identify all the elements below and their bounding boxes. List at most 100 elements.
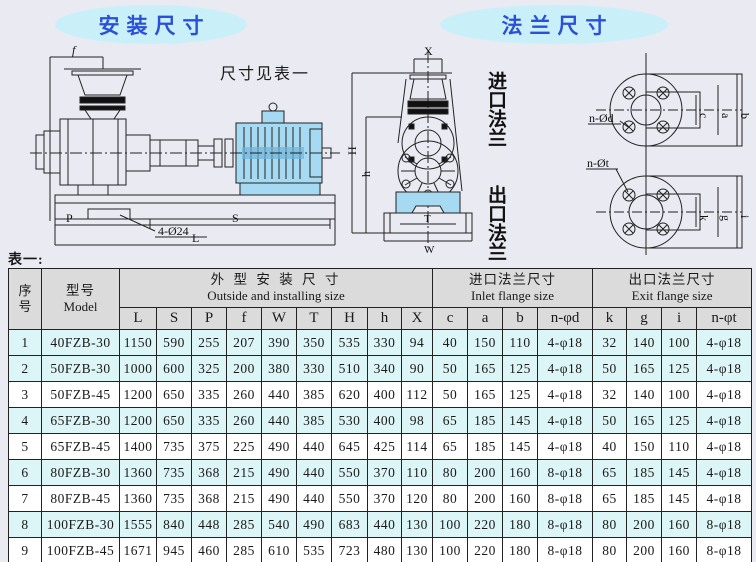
value-cell: 50 — [592, 355, 628, 382]
row-serial-number: 5 — [8, 433, 42, 460]
value-cell: 335 — [191, 407, 227, 434]
value-cell: 100 — [661, 381, 698, 408]
row-serial-number: 8 — [8, 511, 42, 538]
value-cell: 490 — [296, 511, 332, 538]
value-cell: 180 — [502, 537, 539, 562]
value-cell: 100 — [661, 329, 698, 356]
model-cell: 100FZB-30 — [41, 511, 120, 538]
outlet-bolt-holes — [622, 188, 670, 236]
value-cell: 150 — [626, 433, 663, 460]
dim-label-f: f — [72, 43, 77, 57]
header-group-inlet-flange: 进口法兰尺寸 Inlet flange size — [432, 268, 594, 308]
see-table-note: 尺寸见表一 — [220, 64, 311, 83]
value-cell: 350 — [296, 329, 332, 356]
value-cell: 4-φ18 — [696, 407, 753, 434]
value-cell: 285 — [226, 511, 262, 538]
value-cell: 4-φ18 — [696, 485, 753, 512]
value-cell: 510 — [331, 355, 368, 382]
outlet-flange-vertical-title: 出口法兰 — [485, 185, 507, 261]
value-cell: 207 — [226, 329, 262, 356]
outlet-dim-k: k — [697, 215, 711, 221]
column-header-L: L — [119, 307, 157, 330]
value-cell: 535 — [331, 329, 368, 356]
value-cell: 370 — [367, 459, 402, 486]
value-cell: 260 — [226, 381, 262, 408]
column-header-c: c — [432, 307, 469, 330]
value-cell: 735 — [156, 459, 192, 486]
column-header-n-φt: n-φt — [696, 307, 753, 330]
value-cell: 145 — [661, 485, 698, 512]
value-cell: 65 — [432, 433, 469, 460]
value-cell: 385 — [296, 381, 332, 408]
value-cell: 368 — [191, 485, 227, 512]
value-cell: 130 — [400, 511, 434, 538]
value-cell: 220 — [467, 537, 504, 562]
value-cell: 80 — [432, 485, 469, 512]
value-cell: 1000 — [119, 355, 157, 382]
model-cell: 100FZB-45 — [41, 537, 120, 562]
value-cell: 490 — [261, 485, 297, 512]
value-cell: 650 — [156, 381, 192, 408]
value-cell: 150 — [467, 329, 504, 356]
value-cell: 8-φ18 — [537, 459, 594, 486]
value-cell: 1200 — [119, 381, 157, 408]
value-cell: 165 — [467, 355, 504, 382]
value-cell: 490 — [261, 459, 297, 486]
value-cell: 200 — [467, 459, 504, 486]
value-cell: 440 — [261, 407, 297, 434]
value-cell: 120 — [400, 485, 434, 512]
header-model: 型号 Model — [41, 268, 120, 330]
header-serial-number: 序号 — [8, 268, 42, 330]
value-cell: 185 — [467, 433, 504, 460]
column-header-a: a — [467, 307, 504, 330]
value-cell: 1360 — [119, 459, 157, 486]
value-cell: 160 — [661, 537, 698, 562]
value-cell: 140 — [626, 381, 663, 408]
inlet-bolt-label: n-Ød — [589, 111, 614, 125]
inlet-dim-b: b — [738, 113, 752, 119]
value-cell: 400 — [367, 407, 402, 434]
value-cell: 200 — [626, 537, 663, 562]
value-cell: 145 — [502, 433, 539, 460]
row-serial-number: 3 — [8, 381, 42, 408]
value-cell: 98 — [400, 407, 434, 434]
value-cell: 368 — [191, 459, 227, 486]
value-cell: 425 — [367, 433, 402, 460]
value-cell: 215 — [226, 459, 262, 486]
value-cell: 335 — [191, 381, 227, 408]
value-cell: 255 — [191, 329, 227, 356]
value-cell: 375 — [191, 433, 227, 460]
row-serial-number: 2 — [8, 355, 42, 382]
value-cell: 440 — [261, 381, 297, 408]
flange-dimensions-title: 法兰尺寸 — [501, 13, 614, 38]
value-cell: 460 — [191, 537, 227, 562]
value-cell: 260 — [226, 407, 262, 434]
value-cell: 145 — [661, 459, 698, 486]
value-cell: 200 — [467, 485, 504, 512]
value-cell: 610 — [261, 537, 297, 562]
inlet-dim-a: a — [719, 113, 733, 119]
value-cell: 550 — [331, 485, 368, 512]
model-cell: 50FZB-30 — [41, 355, 120, 382]
inlet-dim-c: c — [697, 113, 711, 118]
bolt-hole-note: 4-Ø24 — [158, 224, 189, 238]
value-cell: 945 — [156, 537, 192, 562]
model-cell: 80FZB-30 — [41, 459, 120, 486]
value-cell: 40 — [592, 433, 628, 460]
flange-dimensions-banner: 法兰尺寸 — [440, 5, 668, 44]
value-cell: 385 — [296, 407, 332, 434]
value-cell: 185 — [626, 485, 663, 512]
value-cell: 200 — [226, 355, 262, 382]
value-cell: 540 — [261, 511, 297, 538]
value-cell: 65 — [592, 485, 628, 512]
row-serial-number: 9 — [8, 537, 42, 562]
column-header-X: X — [400, 307, 434, 330]
dim-label-h: h — [359, 171, 373, 177]
row-serial-number: 1 — [8, 329, 42, 356]
inlet-bolt-holes — [622, 86, 670, 134]
value-cell: 110 — [661, 433, 698, 460]
column-header-n-φd: n-φd — [537, 307, 594, 330]
